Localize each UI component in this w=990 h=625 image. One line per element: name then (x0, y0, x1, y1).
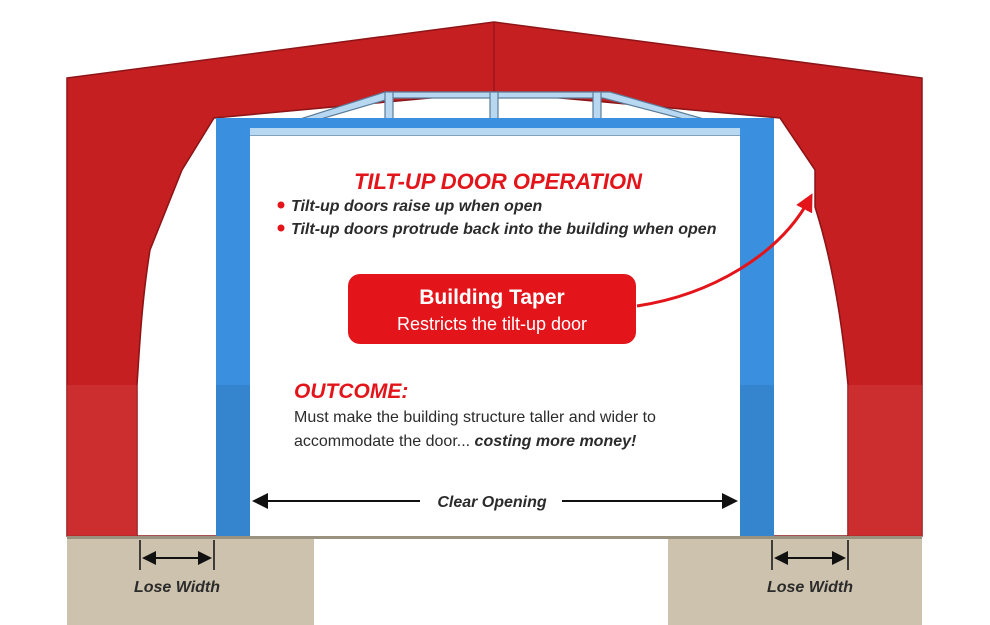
lose-width-right-label: Lose Width (767, 579, 853, 596)
bullet-2: Tilt-up doors protrude back into the bui… (291, 221, 717, 238)
lose-width-left-dimension (139, 540, 215, 570)
taper-arrow (636, 193, 813, 308)
heading: TILT-UP DOOR OPERATION (354, 169, 643, 194)
bullet-dot-1 (277, 201, 285, 209)
callout-subtitle: Restricts the tilt-up door (397, 314, 587, 334)
clear-opening-dimension (252, 493, 738, 509)
outcome-line-1: Must make the building structure taller … (294, 409, 656, 426)
right-foundation (668, 538, 922, 625)
callout-title: Building Taper (419, 286, 564, 309)
outcome-line-2-emphasis: costing more money! (475, 433, 637, 450)
slab-line (67, 536, 922, 539)
lose-width-right-dimension (771, 540, 849, 570)
lose-width-left-label: Lose Width (134, 579, 220, 596)
left-foundation (67, 538, 314, 625)
clear-opening-label: Clear Opening (437, 494, 547, 511)
callout-box (348, 274, 636, 344)
door-frame (216, 118, 774, 538)
outcome-line-2-plain: accommodate the door... (294, 433, 475, 450)
bullet-dot-2 (277, 224, 285, 232)
outcome-heading: OUTCOME: (294, 380, 408, 403)
outcome-line-2: accommodate the door... costing more mon… (294, 433, 637, 450)
right-wall-lower (848, 385, 922, 536)
left-wall-lower (67, 385, 137, 536)
bullet-1: Tilt-up doors raise up when open (291, 198, 543, 215)
